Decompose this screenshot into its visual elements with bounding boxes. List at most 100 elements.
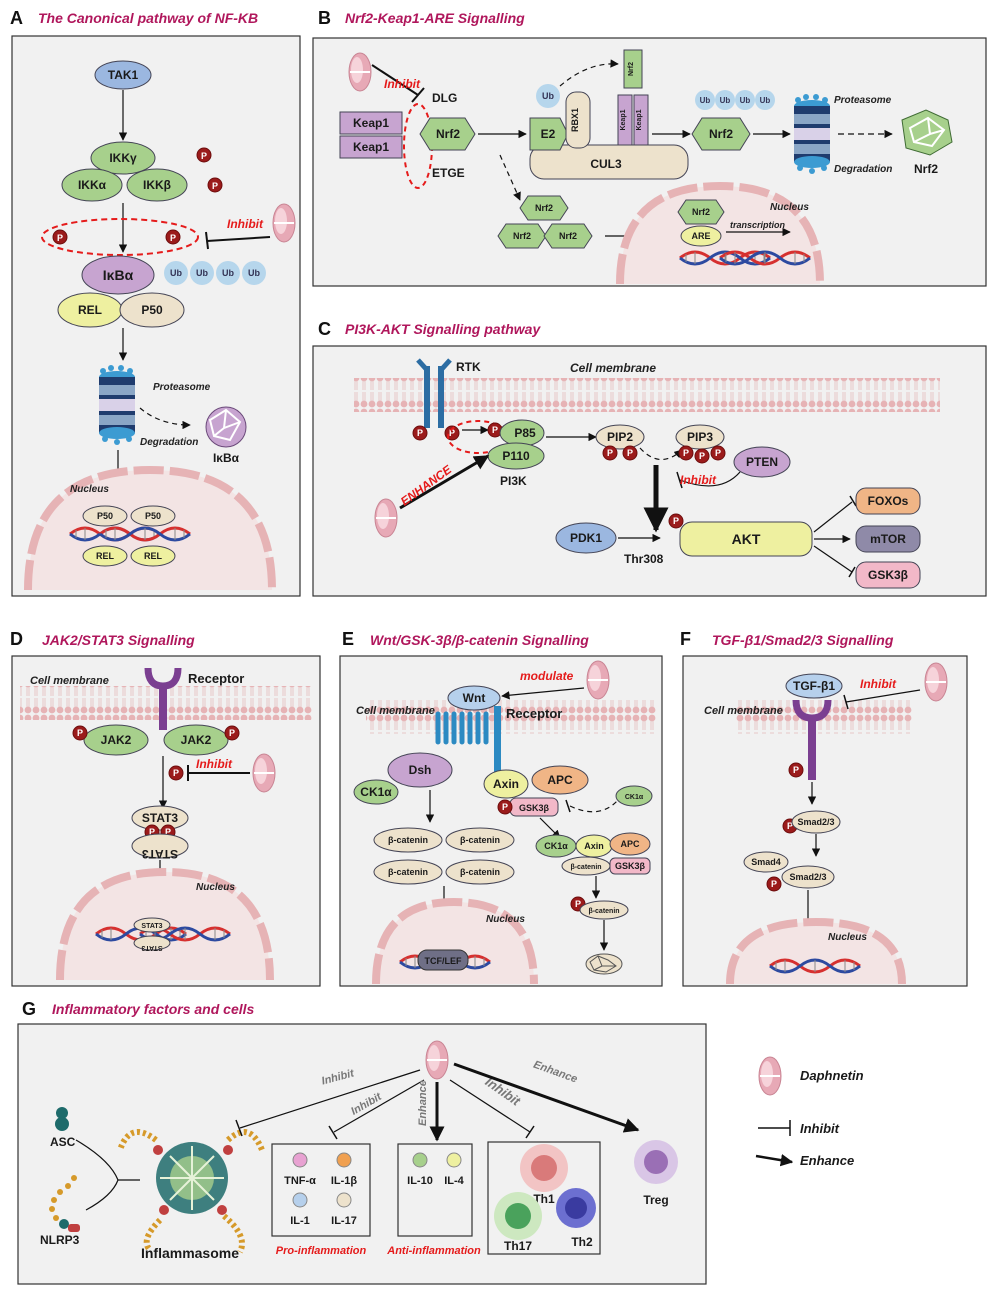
foxos-node (855, 487, 921, 515)
stat3-node (131, 805, 189, 831)
ubiquitin-chain: Ub Ub Ub Ub (164, 261, 266, 285)
nrf2-label: Nrf2 (535, 203, 553, 213)
etge-label: ETGE (432, 166, 465, 180)
phospho-label: P (201, 151, 207, 161)
panel-f: F TGF-β1/Smad2/3 Signalling Cell membran… (680, 629, 968, 987)
phospho-label: P (449, 428, 455, 438)
pdk1-label: PDK1 (570, 531, 602, 545)
keap1-label: Keap1 (353, 116, 389, 130)
phospho-label: P (149, 827, 155, 837)
pip2-label: PIP2 (607, 430, 633, 444)
p85-label: P85 (514, 426, 536, 440)
proteasome-icon (794, 94, 830, 174)
ub-transfer-arrow (559, 59, 619, 87)
ck1a-recruit-line (569, 799, 619, 813)
phospho-label: P (502, 802, 508, 812)
daphnetin-icon (272, 203, 296, 243)
gsk3b-label: GSK3β (868, 568, 908, 582)
keap1-node (617, 94, 633, 146)
panel-c-title: PI3K-AKT Signalling pathway (345, 321, 541, 337)
legend-enhance-arrow (755, 1153, 794, 1167)
pten-inhibit-line (679, 471, 741, 487)
th2-nucleus-icon (565, 1197, 587, 1219)
ubiquitin-icon (190, 261, 214, 285)
legend-daphnetin-label: Daphnetin (800, 1068, 864, 1083)
tcf-lef-node (417, 949, 469, 971)
wnt-node (447, 685, 501, 711)
inhibit-line (371, 64, 419, 96)
ikba-node (81, 255, 155, 295)
treg-label: Treg (643, 1193, 668, 1207)
ikba-label: IκBα (103, 267, 134, 283)
gsk3b-label: GSK3β (519, 803, 550, 813)
ub-label: Ub (170, 268, 182, 278)
daphnetin-icon (374, 498, 398, 538)
bcatenin-label: β-catenin (388, 835, 428, 845)
pip2-node (595, 424, 645, 450)
tgf-b1-node (785, 673, 843, 699)
pi3k-label: PI3K (500, 474, 527, 488)
inhibit-target-oval (41, 218, 199, 256)
panel-a-letter: A (10, 8, 23, 28)
bcatenin-node (445, 859, 515, 885)
inhibit-bar (565, 799, 571, 813)
legend: Daphnetin Inhibit Enhance (755, 1056, 864, 1168)
il1-label: IL-1 (290, 1215, 310, 1227)
legend-enhance-label: Enhance (800, 1153, 854, 1168)
apc-label: APC (620, 839, 640, 849)
phospho-label: P (165, 827, 171, 837)
inhibit-label: Inhibit (680, 473, 717, 487)
nrf2-label: Nrf2 (559, 231, 577, 241)
inflammasome-label: Inflammasome (141, 1245, 239, 1261)
modulate-arrow (501, 687, 585, 700)
nrf2-node (519, 195, 569, 221)
nlrp3-label: NLRP3 (40, 1233, 80, 1247)
ubiquitin-chain: Ub Ub Ub Ub (695, 90, 775, 110)
receptor-icon (144, 667, 182, 730)
nucleus-label: Nucleus (486, 914, 525, 925)
tak1-label: TAK1 (108, 68, 139, 82)
th17-nucleus-icon (505, 1203, 531, 1229)
phospho-label: P (699, 451, 705, 461)
cul3-label: CUL3 (590, 157, 622, 171)
panel-d: D JAK2/STAT3 Signalling Cell membrane Re… (10, 629, 321, 987)
ikkg-node (90, 141, 156, 175)
th-cells-box (487, 1141, 601, 1255)
receptor-label: Receptor (506, 706, 562, 721)
pip3-label: PIP3 (687, 430, 713, 444)
phospho-label: P (173, 768, 179, 778)
apc-node (609, 832, 651, 856)
ub-label: Ub (222, 268, 234, 278)
gsk3b-node (855, 561, 921, 589)
keap1-label: Keap1 (636, 109, 643, 130)
panel-c-letter: C (318, 319, 331, 339)
dsh-node (387, 752, 453, 788)
nucleus-envelope (726, 917, 906, 985)
rel-label: REL (78, 303, 102, 317)
inhibit-bar (205, 231, 209, 250)
il4-icon (446, 1152, 462, 1168)
jak2-label: JAK2 (181, 733, 212, 747)
ubiquitin-icon (536, 84, 560, 108)
phospho-label: P (771, 879, 777, 889)
ub-label: Ub (196, 268, 208, 278)
inhibit-label: Inhibit (860, 677, 897, 691)
ub-label: Ub (542, 91, 554, 101)
inhibit-bar (525, 1125, 535, 1139)
panel-a-title: The Canonical pathway of NF-KB (38, 10, 258, 26)
foxos-label: FOXOs (868, 494, 909, 508)
phospho-label: P (77, 728, 83, 738)
il4-label: IL-4 (444, 1175, 464, 1187)
bcatenin-label: β-catenin (570, 864, 601, 871)
panel-d-title: JAK2/STAT3 Signalling (42, 632, 195, 648)
th17-label: Th17 (504, 1239, 532, 1253)
ck1a-node (615, 785, 653, 807)
tgf-b1-label: TGF-β1 (793, 679, 835, 693)
pro-inflammation-box (271, 1143, 371, 1237)
daphnetin-icon (252, 753, 276, 793)
membrane-label: Cell membrane (356, 705, 435, 717)
panel-b: B Nrf2-Keap1-ARE Signalling Inhibit DLG … (312, 8, 987, 287)
panel-g-letter: G (22, 999, 36, 1019)
nrf2-label: Nrf2 (436, 127, 460, 141)
